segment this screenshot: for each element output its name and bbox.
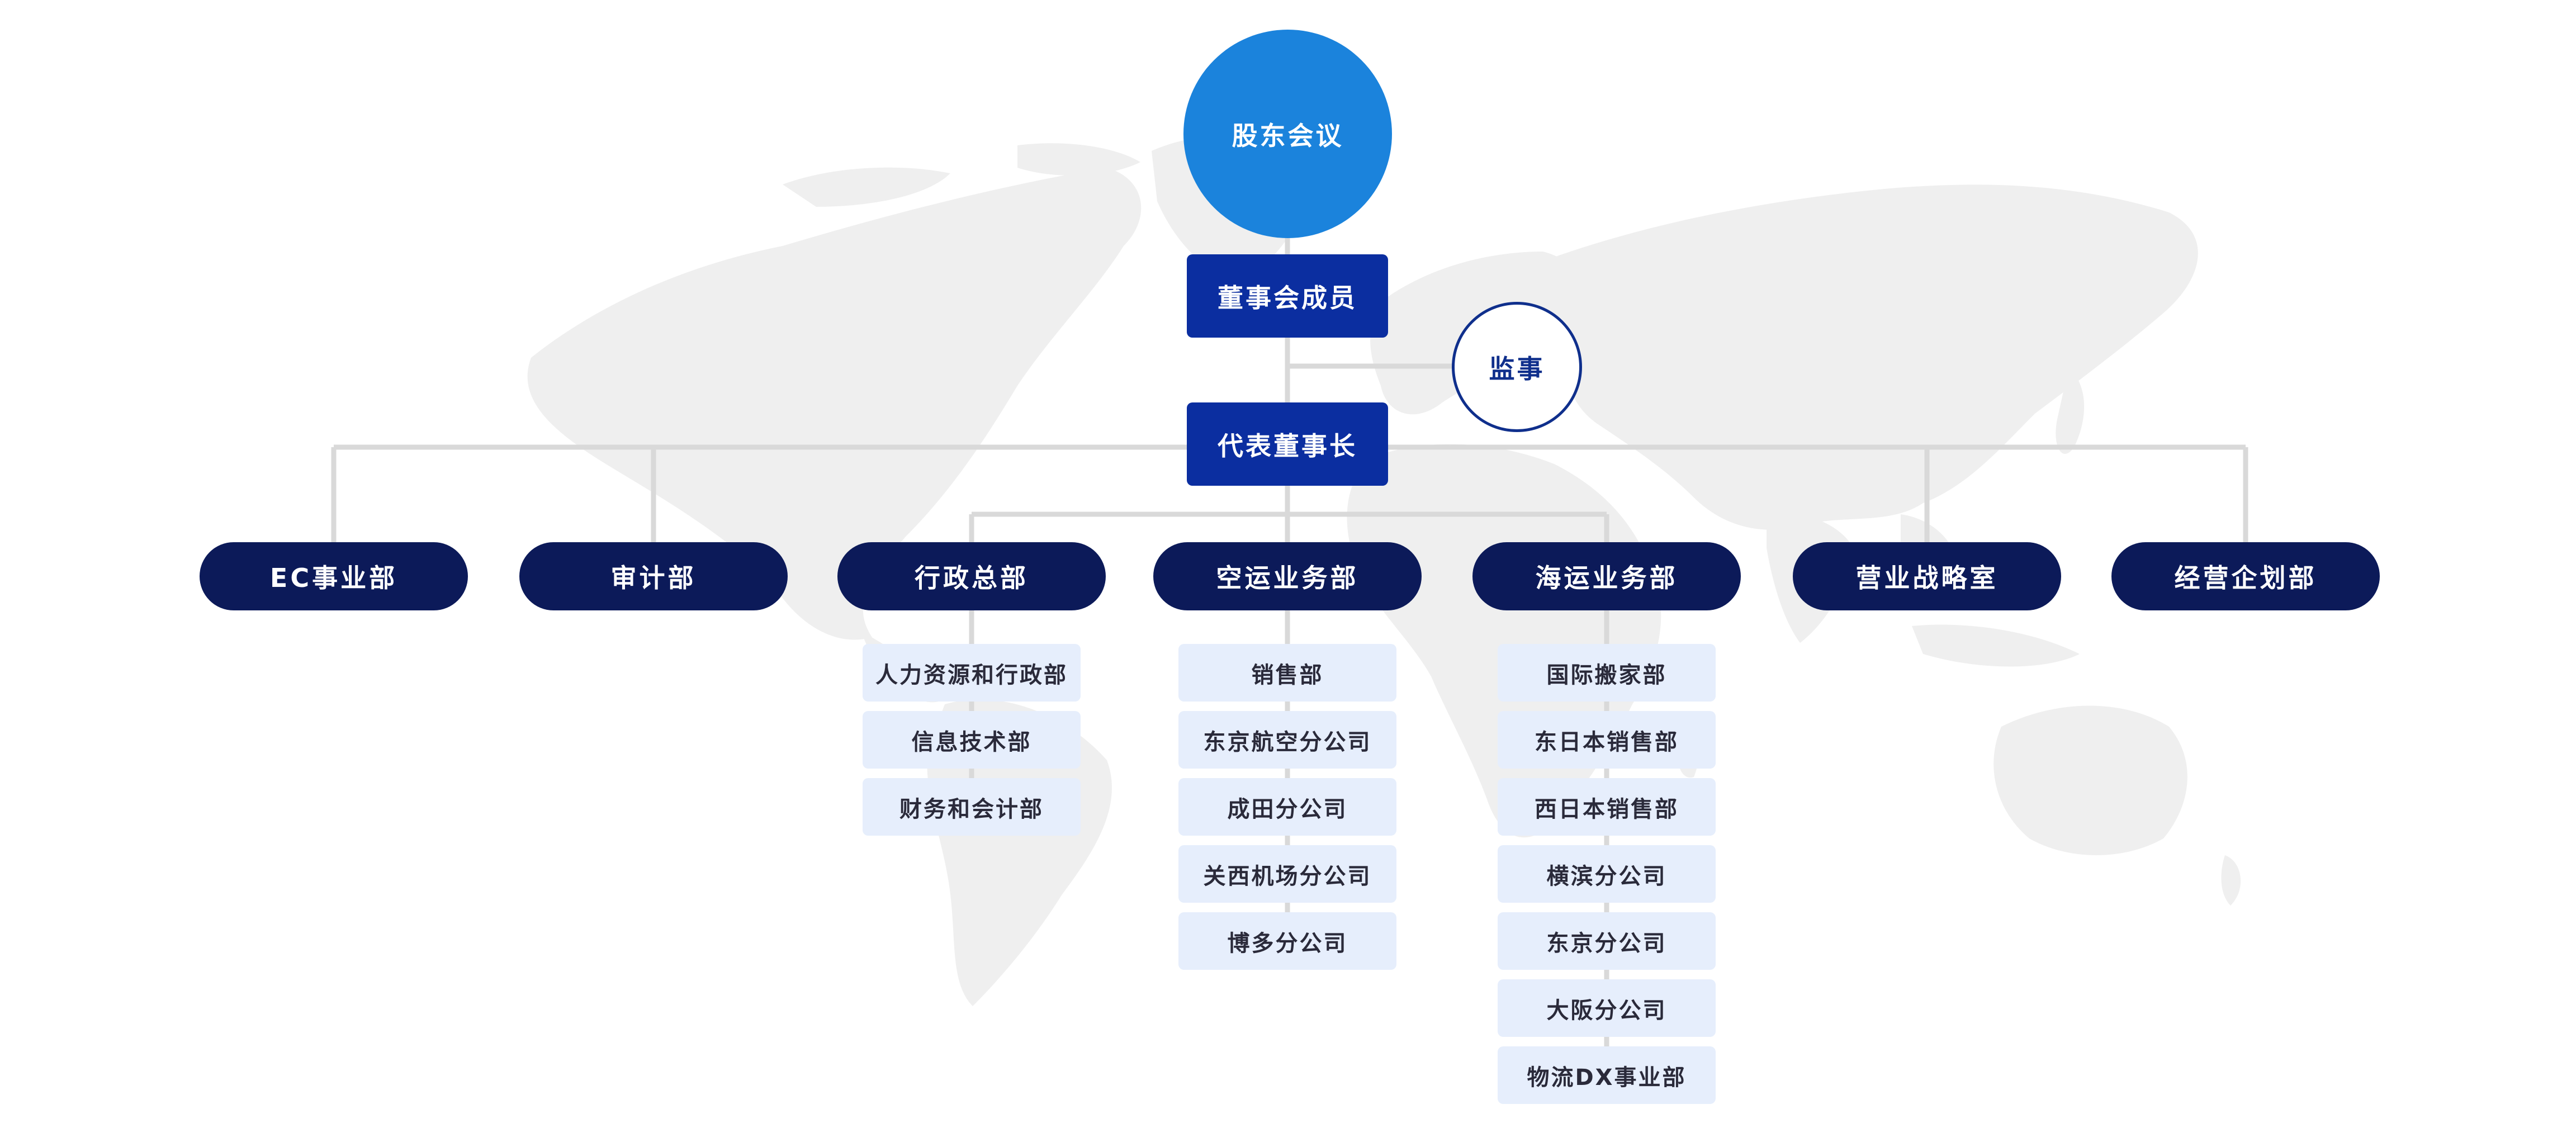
sub-unit: 人力资源和行政部 — [863, 644, 1081, 702]
dept-ocean-operations: 海运业务部 — [1472, 542, 1741, 610]
sub-unit: 东日本销售部 — [1498, 711, 1716, 769]
sub-unit: 信息技术部 — [863, 711, 1081, 769]
node-board-members: 董事会成员 — [1187, 254, 1388, 338]
sub-unit: 大阪分公司 — [1498, 979, 1716, 1037]
sub-unit: 销售部 — [1178, 644, 1396, 702]
dept-ec: EC事业部 — [200, 542, 468, 610]
sub-unit: 财务和会计部 — [863, 778, 1081, 836]
sub-unit: 博多分公司 — [1178, 912, 1396, 970]
sub-unit: 横滨分公司 — [1498, 845, 1716, 903]
sub-unit: 国际搬家部 — [1498, 644, 1716, 702]
sub-unit: 成田分公司 — [1178, 778, 1396, 836]
sub-unit: 物流DX事业部 — [1498, 1046, 1716, 1104]
sub-unit: 关西机场分公司 — [1178, 845, 1396, 903]
sub-unit: 东京航空分公司 — [1178, 711, 1396, 769]
dept-corporate-planning: 经营企划部 — [2111, 542, 2380, 610]
dept-sales-strategy: 营业战略室 — [1793, 542, 2061, 610]
dept-administration: 行政总部 — [837, 542, 1106, 610]
dept-audit: 审计部 — [519, 542, 788, 610]
dept-air-operations: 空运业务部 — [1153, 542, 1422, 610]
sub-unit: 西日本销售部 — [1498, 778, 1716, 836]
node-auditor: 监事 — [1452, 302, 1582, 432]
node-shareholders-meeting: 股东会议 — [1183, 30, 1392, 238]
node-representative-director: 代表董事长 — [1187, 402, 1388, 486]
sub-unit: 东京分公司 — [1498, 912, 1716, 970]
